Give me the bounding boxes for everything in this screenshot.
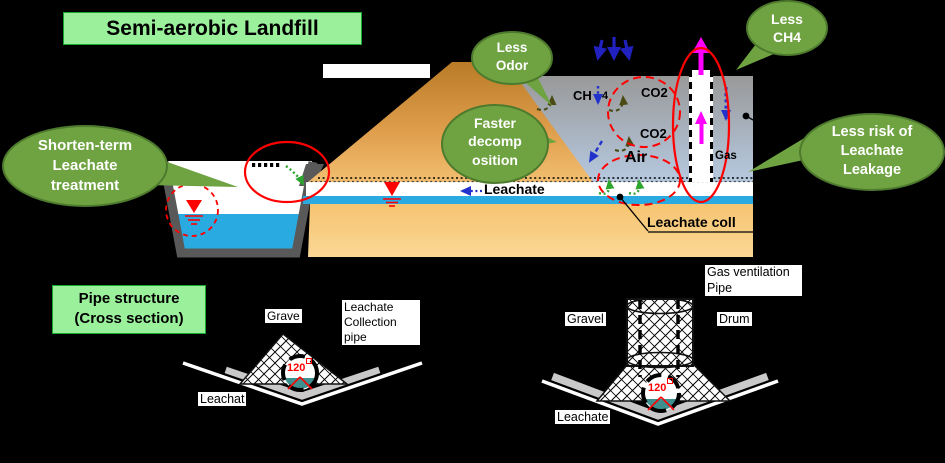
ch4-subscript: 4	[602, 90, 609, 102]
liner-right	[541, 379, 779, 426]
leachate-right-label: Leachate	[555, 410, 611, 424]
strip-water-table-symbol	[383, 182, 401, 207]
ground-layer	[308, 204, 753, 257]
bubble-shorten-term	[2, 125, 238, 207]
collection-pipe-label: Leachate Collection pipe	[341, 300, 420, 345]
callout-less-risk: Less risk of Leachate Leakage	[831, 124, 913, 179]
callout-less-odor: Less Odor	[495, 40, 529, 73]
leachate-water-layer	[303, 196, 753, 204]
pipe-structure-heading: Pipe structure (Cross section)	[52, 285, 206, 334]
air-circulation-arrows	[285, 165, 645, 195]
leachate-left-label: Leachat	[198, 392, 247, 406]
angle-left-label: 120	[287, 358, 313, 374]
drum-column	[626, 298, 694, 367]
air-highlight-ellipse	[597, 154, 681, 206]
blank-label-box	[323, 64, 430, 78]
air-in-arrows	[593, 37, 634, 61]
co2-bottom-label: CO2	[640, 126, 667, 141]
leachate-collection-label: Leachate coll	[647, 214, 736, 230]
gas-ventilation-pipe-label: Gas ventilation Pipe	[705, 265, 802, 297]
pipe-label-callout-line	[311, 343, 344, 359]
bubble-less-risk	[748, 113, 945, 191]
liner-left	[182, 361, 423, 406]
gas-rise-arrow	[695, 111, 707, 144]
gas-out-arrow	[692, 37, 710, 75]
leakage-callout	[742, 112, 779, 135]
pond-water-table-symbol	[185, 200, 203, 225]
pond-rim-dashes	[252, 163, 280, 167]
co2-top-label: CO2	[641, 85, 668, 100]
gas-emission-arrows	[536, 95, 635, 152]
cross-section-left	[181, 332, 424, 409]
ch4-label: CH	[573, 88, 592, 103]
co2-highlight-ellipse	[607, 76, 681, 148]
bubble-less-ch4	[736, 0, 828, 70]
air-diffuse-arrow	[588, 140, 604, 163]
leachate-collection-callout	[616, 193, 753, 233]
collection-pipe-circle-right	[641, 373, 681, 413]
gravel-label-callout-line	[605, 322, 626, 328]
pipe-highlight-ellipse	[671, 46, 731, 204]
pond-outlet-notch	[299, 164, 324, 186]
pond-outlet-highlight-ellipse	[243, 140, 331, 204]
callout-faster-decomposition: Faster decomp osition	[468, 115, 522, 168]
leachate-strip-label: Leachate	[484, 181, 545, 197]
drum-label: Drum	[717, 312, 752, 326]
gas-label: Gas	[715, 150, 737, 162]
angle-right-label: 120	[648, 378, 674, 394]
collection-pipe-circle	[281, 354, 319, 392]
bubble-less-odor	[471, 31, 553, 106]
cross-section-right	[540, 297, 780, 429]
gravel-right-label: Gravel	[565, 312, 606, 326]
callout-shorten-term: Shorten-term Leachate treatment	[37, 137, 133, 194]
air-label: Air	[625, 149, 648, 166]
callout-less-ch4: Less CH4	[771, 11, 803, 46]
page-title: Semi-aerobic Landfill	[63, 12, 362, 45]
gravel-left-label: Grave	[265, 309, 302, 323]
bubble-faster-decomposition	[441, 104, 557, 184]
